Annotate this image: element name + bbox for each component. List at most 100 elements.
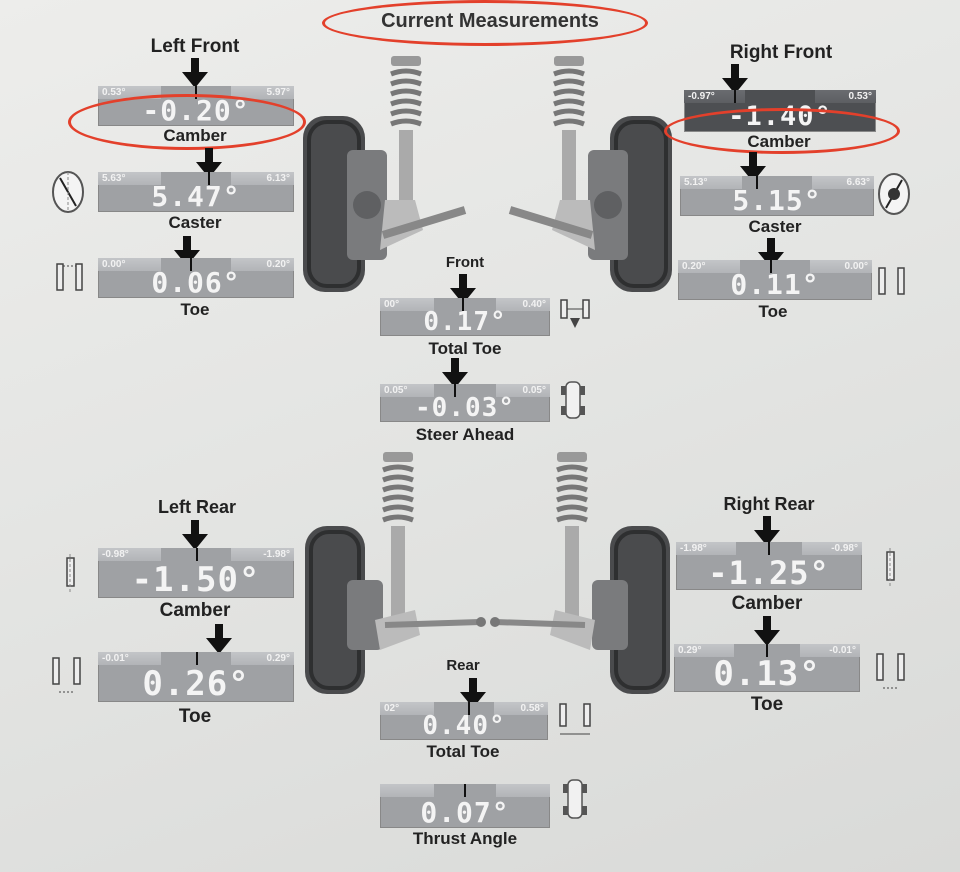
- toe-wheels-icon: [52, 657, 81, 693]
- right-front-caster-max: 6.63°: [846, 177, 870, 188]
- left-front-caster-value: 5.47°: [151, 180, 241, 212]
- left-front-caster-min: 5.63°: [102, 173, 126, 184]
- down-arrow-icon: [754, 516, 780, 546]
- steer-ahead-min: 0.05°: [384, 385, 408, 396]
- wheel-tire-icon: [305, 526, 365, 694]
- left-rear-camber-min: -0.98°: [102, 549, 129, 560]
- thrust-angle-label: Thrust Angle: [412, 829, 518, 848]
- left-front-caster-gauge: 5.63° 6.13° 5.47°: [98, 172, 294, 212]
- left-front-toe-value: 0.06°: [151, 266, 241, 298]
- left-rear-toe-gauge: -0.01° 0.29° 0.26°: [98, 652, 294, 702]
- right-rear-camber-value: -1.25°: [708, 554, 830, 590]
- right-rear-camber-gauge: -1.98° -0.98° -1.25°: [676, 542, 862, 590]
- rear-label: Rear: [446, 657, 480, 674]
- left-front-camber-max: 5.97°: [266, 87, 290, 98]
- rear-suspension-illustration: [305, 452, 670, 694]
- right-front-caster-value: 5.15°: [732, 184, 822, 216]
- left-rear-camber-gauge: -0.98° -1.98° -1.50°: [98, 548, 294, 598]
- caster-wheel-icon: [52, 171, 84, 213]
- thrust-angle-gauge: 0.07°: [380, 784, 550, 828]
- thrust-angle-value: 0.07°: [420, 796, 510, 828]
- right-front-camber-max: 0.53°: [848, 91, 872, 102]
- right-front-toe-label: Toe: [758, 302, 788, 321]
- left-rear-toe-min: -0.01°: [102, 653, 129, 664]
- left-rear-camber-max: -1.98°: [263, 549, 290, 560]
- right-front-caster-gauge: 5.13° 6.63° 5.15°: [680, 176, 874, 216]
- steer-ahead-value: -0.03°: [415, 393, 515, 422]
- front-label: Front: [445, 254, 485, 271]
- right-front-label: Right Front: [729, 42, 833, 63]
- right-rear-toe-value: 0.13°: [713, 654, 821, 692]
- right-front-caster-min: 5.13°: [684, 177, 708, 188]
- down-arrow-icon: [174, 236, 200, 266]
- down-arrow-icon: [442, 358, 468, 388]
- right-front-toe-gauge: 0.20° 0.00° 0.11°: [678, 260, 872, 300]
- steer-ahead-max: 0.05°: [522, 385, 546, 396]
- left-rear-camber-value: -1.50°: [131, 560, 261, 598]
- front-total-toe-value: 0.17°: [423, 307, 507, 336]
- down-arrow-icon: [758, 238, 784, 268]
- camber-wheel-icon: [66, 554, 75, 594]
- left-rear-toe-value: 0.26°: [142, 664, 250, 702]
- toe-wheels-icon: [560, 299, 590, 328]
- right-rear-toe-label: Toe: [750, 694, 784, 715]
- down-arrow-icon: [182, 58, 208, 88]
- left-rear-toe-max: 0.29°: [266, 653, 290, 664]
- toe-wheels-icon: [876, 653, 905, 689]
- right-front-toe-value: 0.11°: [730, 268, 820, 300]
- toe-wheels-icon: [878, 267, 905, 295]
- down-arrow-icon: [206, 624, 232, 654]
- wheel-tire-icon: [610, 526, 670, 694]
- toe-wheels-icon: [559, 703, 591, 735]
- front-suspension-illustration: [303, 56, 672, 292]
- down-arrow-icon: [460, 678, 486, 708]
- left-front-toe-gauge: 0.00° 0.20° 0.06°: [98, 258, 294, 298]
- right-front-caster-label: Caster: [748, 217, 802, 236]
- steer-ahead-gauge: 0.05° 0.05° -0.03°: [380, 384, 550, 422]
- down-arrow-icon: [196, 148, 222, 178]
- steer-ahead-label: Steer Ahead: [415, 425, 515, 444]
- left-rear-camber-label: Camber: [159, 600, 231, 621]
- left-front-caster-label: Caster: [168, 213, 222, 232]
- left-front-camber-min: 0.53°: [102, 87, 126, 98]
- left-front-label: Left Front: [150, 36, 240, 57]
- right-rear-toe-min: 0.29°: [678, 645, 702, 656]
- rear-total-toe-value: 0.40°: [422, 711, 506, 740]
- front-total-toe-min: 00°: [384, 299, 400, 310]
- right-rear-toe-max: -0.01°: [829, 645, 856, 656]
- right-rear-camber-min: -1.98°: [680, 543, 707, 554]
- left-front-caster-max: 6.13°: [266, 173, 290, 184]
- down-arrow-icon: [754, 616, 780, 646]
- car-top-icon: [561, 381, 585, 419]
- rear-total-toe-gauge: 02° 0.58° 0.40°: [380, 702, 548, 740]
- right-front-camber-highlight: [664, 108, 900, 154]
- down-arrow-icon: [182, 520, 208, 550]
- front-total-toe-gauge: 00° 0.40° 0.17°: [380, 298, 550, 336]
- left-front-toe-max: 0.20°: [266, 259, 290, 270]
- toe-wheels-icon: [56, 263, 83, 291]
- front-total-toe-label: Total Toe: [428, 339, 502, 358]
- left-front-toe-min: 0.00°: [102, 259, 126, 270]
- rear-total-toe-max: 0.58°: [520, 703, 544, 714]
- right-front-camber-min: -0.97°: [688, 91, 715, 102]
- right-front-toe-min: 0.20°: [682, 261, 706, 272]
- right-front-toe-max: 0.00°: [844, 261, 868, 272]
- left-front-camber-highlight: [68, 94, 306, 150]
- right-rear-camber-max: -0.98°: [831, 543, 858, 554]
- down-arrow-icon: [450, 274, 476, 304]
- front-total-toe-max: 0.40°: [522, 299, 546, 310]
- rear-total-toe-min: 02°: [384, 703, 400, 714]
- rear-total-toe-label: Total Toe: [426, 742, 500, 761]
- title-highlight: [322, 0, 648, 46]
- left-rear-label: Left Rear: [157, 497, 237, 517]
- caster-wheel-icon: [878, 173, 910, 215]
- left-front-toe-label: Toe: [180, 300, 210, 319]
- down-arrow-icon: [740, 152, 766, 182]
- camber-wheel-icon: [886, 548, 895, 588]
- right-rear-label: Right Rear: [723, 494, 815, 514]
- down-arrow-icon: [722, 64, 748, 94]
- right-rear-camber-label: Camber: [731, 593, 803, 614]
- car-top-icon: [563, 779, 587, 819]
- left-rear-toe-label: Toe: [178, 706, 212, 727]
- right-rear-toe-gauge: 0.29° -0.01° 0.13°: [674, 644, 860, 692]
